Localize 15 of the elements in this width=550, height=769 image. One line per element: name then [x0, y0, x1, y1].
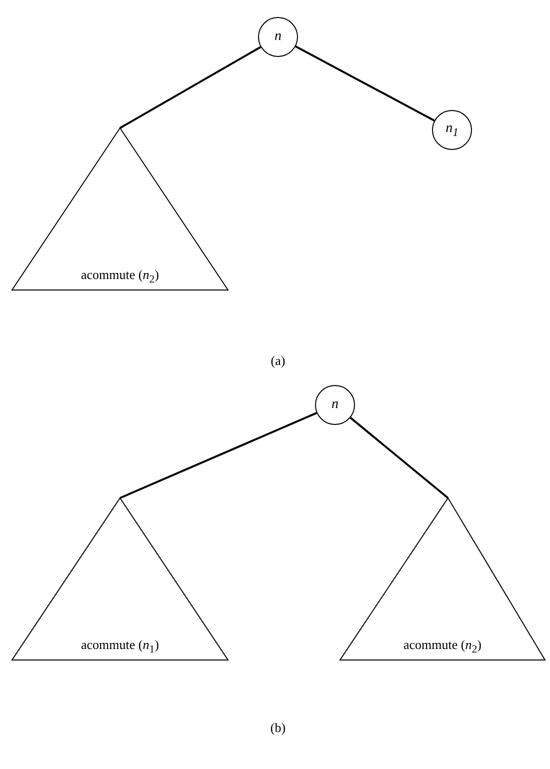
- tree-node-circle: [432, 110, 472, 150]
- tree-edge: [295, 46, 435, 122]
- subtree-label: acommute (n$_{1}$): [81, 637, 159, 656]
- tree-edge: [120, 46, 262, 129]
- figure-caption: (a): [270, 353, 286, 369]
- node-label: n: [274, 29, 282, 45]
- tree-edge: [120, 412, 318, 499]
- node-label: n$_{1}$: [446, 121, 458, 139]
- subtree-label: acommute (n$_{2}$): [404, 637, 482, 656]
- node-label: n: [332, 397, 338, 413]
- subtree-label: acommute (n$_{2}$): [81, 267, 159, 286]
- tree-node-circle: [315, 385, 355, 425]
- figure-caption: (b): [270, 720, 286, 736]
- tree-node-circle: [258, 17, 298, 57]
- tree-edge: [350, 416, 449, 499]
